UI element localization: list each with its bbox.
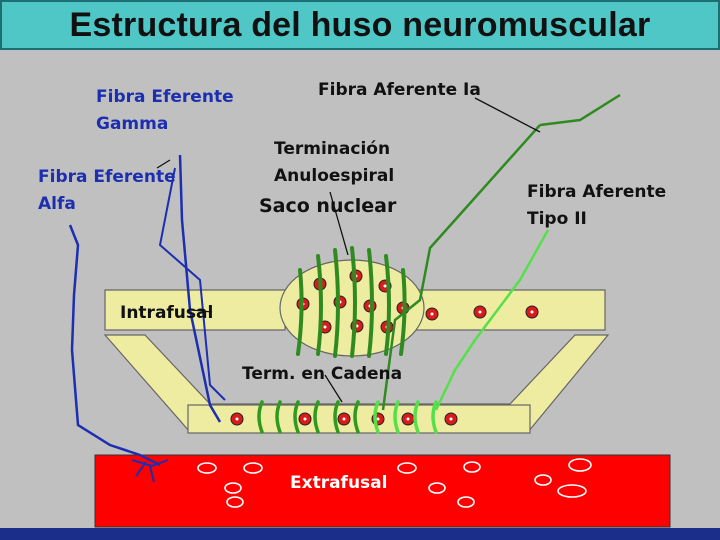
chain-ending-wraps [257,400,360,434]
label-fibra-eferente-gamma-1: Fibra Eferente [96,87,234,107]
label-intrafusal: Intrafusal [120,303,213,323]
extrafusal-nucleus [226,496,244,508]
extrafusal-label: Extrafusal [290,473,387,493]
extrafusal-nucleus [568,458,592,472]
leader-lines [156,97,541,403]
label-fibra-eferente-alfa-2: Alfa [38,194,76,214]
label-fibra-aferente-ia: Fibra Aferente Ia [318,80,481,100]
efferent-alfa-fiber [68,224,161,467]
label-terminacion-1: Terminación [274,139,390,159]
extrafusal-nucleus [397,462,417,474]
extrafusal-nucleus [463,461,481,473]
chain-nuclei-dots [235,417,453,421]
slide-title: Estructura del huso neuromuscular [69,5,651,44]
efferent-gamma-branch [158,167,226,401]
motor-endplate [131,459,169,483]
efferent-gamma-fiber [178,154,222,423]
afferent-ia-fiber [381,124,541,411]
label-fibra-eferente-alfa-1: Fibra Eferente [38,167,176,187]
title-bar: Estructura del huso neuromuscular [0,0,720,50]
label-saco-nuclear: Saco nuclear [259,195,397,217]
extrafusal-nuclei [197,458,592,508]
extrafusal-nucleus [457,496,475,508]
extrafusal-nucleus [243,462,263,474]
extrafusal-nucleus [428,482,446,494]
label-terminacion-2: Anuloespiral [274,166,394,186]
diagram-canvas: Extrafusal [0,50,720,528]
label-fibra-aferente-tipo2-2: Tipo II [527,209,587,229]
spindle-diagram: Extrafusal [38,80,671,528]
extrafusal-fiber [94,454,671,528]
type2-ending-wraps [373,400,438,434]
extrafusal-nucleus [224,482,242,494]
afferent-ii-fiber [434,229,550,411]
label-term-en-cadena: Term. en Cadena [242,364,402,384]
bottom-strip [0,528,720,540]
extrafusal-nucleus [197,462,217,474]
extrafusal-nucleus [534,474,552,486]
afferent-ia-fiber-top [539,93,621,127]
intrafusal-band-right [414,289,606,331]
label-fibra-aferente-tipo2-1: Fibra Aferente [527,182,666,202]
label-fibra-eferente-gamma-2: Gamma [96,114,168,134]
extrafusal-nucleus [557,484,587,498]
